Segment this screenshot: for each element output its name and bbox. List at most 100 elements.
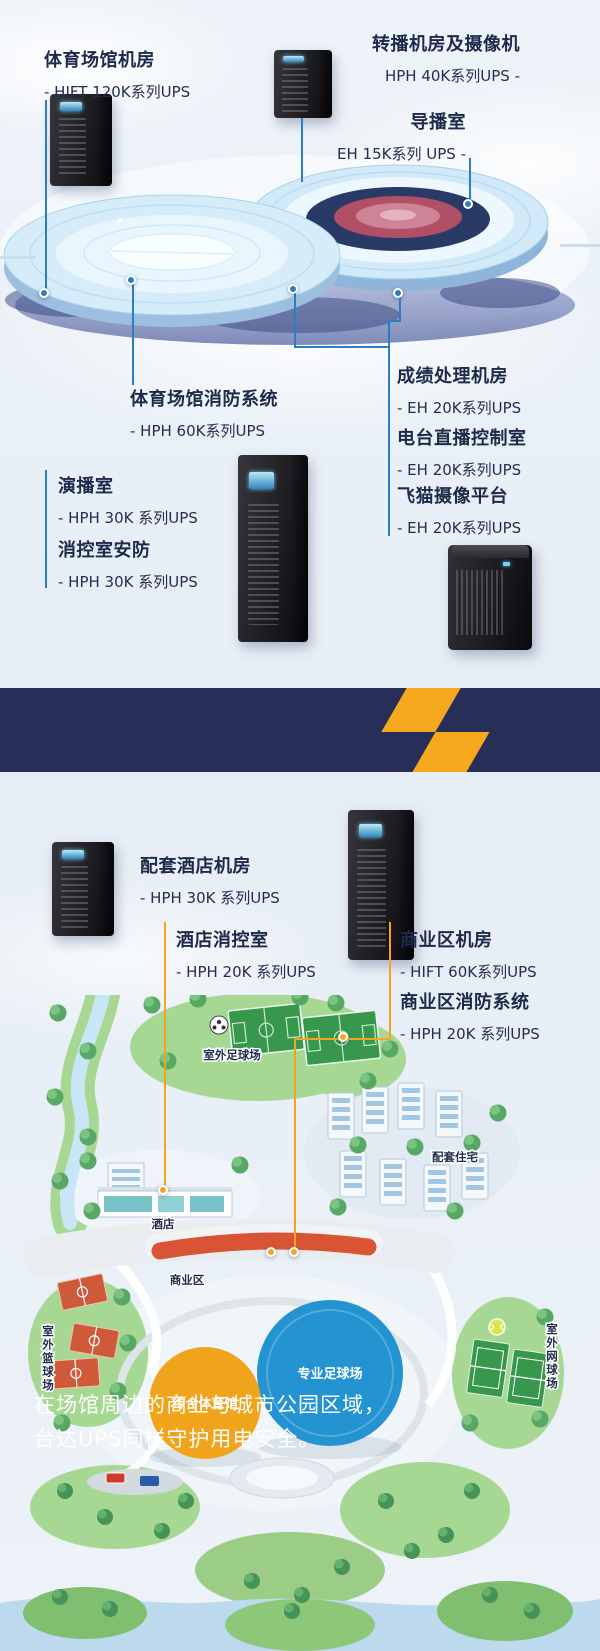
callout-director-room: 导播室 EH 15K系列 UPS - bbox=[337, 108, 466, 164]
callout-spec: - EH 20K系列UPS bbox=[397, 461, 522, 479]
ups-screen bbox=[358, 823, 383, 837]
callout-spec: - HIFT 120K系列UPS bbox=[44, 83, 191, 101]
map-label-pro-football: 专业足球场 bbox=[297, 1366, 362, 1382]
ups-side-panel bbox=[97, 94, 112, 186]
callout-spec: - HPH 30K 系列UPS bbox=[58, 509, 198, 527]
ups-vents bbox=[282, 67, 308, 112]
connector-line-right-column bbox=[388, 320, 390, 536]
connector-line-director bbox=[469, 158, 471, 204]
callout-spec: HPH 40K系列UPS - bbox=[384, 67, 520, 85]
connector-line-score-h bbox=[294, 346, 389, 348]
callout-flycam-platform: 飞猫摄像平台 - EH 20K系列UPS bbox=[397, 482, 521, 538]
callout-title: 酒店消控室 bbox=[176, 930, 269, 951]
map-label-outdoor-tennis: 室外网球场 bbox=[545, 1322, 559, 1390]
ups-side-panel bbox=[99, 842, 114, 936]
anchor-dot-commercial-2 bbox=[289, 1247, 299, 1257]
ups-screen bbox=[61, 850, 85, 859]
map-label-outdoor-basketball: 室外篮球场 bbox=[41, 1324, 55, 1392]
outdoor-tennis-courts bbox=[466, 1338, 550, 1408]
anchor-dot-court bbox=[338, 1032, 348, 1042]
callout-spec: - HIFT 60K系列UPS bbox=[400, 963, 537, 981]
callout-title: 体育场馆机房 bbox=[44, 50, 155, 71]
callout-hotel-fire-control: 酒店消控室 - HPH 20K 系列UPS bbox=[176, 926, 316, 982]
tennis-ball-icon bbox=[488, 1318, 506, 1336]
connector-line-broadcast bbox=[301, 118, 303, 182]
anchor-dot-right bbox=[393, 288, 403, 298]
ups-vents bbox=[247, 503, 279, 626]
callout-spec: EH 15K系列 UPS - bbox=[337, 145, 466, 163]
callout-score-room: 成绩处理机房 - EH 20K系列UPS bbox=[397, 362, 521, 418]
outdoor-basketball-courts bbox=[51, 1273, 120, 1390]
map-label-hotel: 酒店 bbox=[152, 1217, 175, 1231]
callout-spec: - HPH 60K系列UPS bbox=[130, 422, 266, 440]
callout-title: 商业区消防系统 bbox=[400, 992, 530, 1013]
callout-venue-room: 体育场馆机房 - HIFT 120K系列UPS bbox=[44, 46, 190, 102]
map-label-commercial: 商业区 bbox=[170, 1273, 205, 1287]
banner-text-line2: 台达UPS同样守护用电安全。 bbox=[34, 1427, 321, 1451]
ups-side-panel bbox=[318, 50, 332, 118]
callout-radio-control-room: 电台直播控制室 - EH 20K系列UPS bbox=[397, 424, 527, 480]
ups-broadcast-tower-image bbox=[274, 50, 332, 118]
callout-title: 飞猫摄像平台 bbox=[397, 486, 508, 507]
map-label-gymnasium: 综合体育馆 bbox=[172, 1396, 237, 1412]
callout-title: 商业区机房 bbox=[400, 930, 493, 951]
river bbox=[60, 995, 110, 1230]
ups-vents bbox=[58, 117, 86, 178]
ups-venue-tower-image bbox=[50, 94, 112, 186]
park-map-illustration: 室外足球场 配套住宅 酒店 商业区 室外篮球场 综合体育馆 专业足球场 室外网球… bbox=[0, 995, 600, 1651]
connector-line-commercial-bracket bbox=[389, 922, 391, 1040]
callout-spec: - HPH 30K 系列UPS bbox=[140, 889, 280, 907]
ups-side-panel bbox=[398, 810, 414, 960]
anchor-dot-venue bbox=[39, 288, 49, 298]
anchor-dot-fire bbox=[126, 275, 136, 285]
connector-line-right-dot-h bbox=[388, 320, 401, 322]
stadium-left-roof bbox=[3, 194, 341, 327]
decor-line bbox=[0, 256, 36, 259]
parking-cars bbox=[87, 1469, 183, 1495]
callout-studio: 演播室 - HPH 30K 系列UPS bbox=[58, 472, 198, 528]
callout-title: 导播室 bbox=[410, 112, 466, 133]
ups-screen bbox=[283, 56, 305, 63]
callout-spec: - EH 20K系列UPS bbox=[397, 399, 522, 417]
gymnasium-building bbox=[149, 1347, 261, 1459]
callout-title: 转播机房及摄像机 bbox=[372, 34, 520, 55]
soccer-ball-icon bbox=[209, 1015, 229, 1035]
connector-line-left-column bbox=[45, 470, 47, 588]
callout-title: 演播室 bbox=[58, 476, 114, 497]
anchor-dot-commercial-1 bbox=[266, 1247, 276, 1257]
ups-screen bbox=[249, 471, 275, 489]
anchor-dot-director bbox=[463, 199, 473, 209]
connector-line-commercial-v bbox=[294, 1038, 296, 1255]
connector-line-right-dot-v bbox=[399, 296, 401, 322]
ups-hotel-tower-image bbox=[52, 842, 114, 936]
banner-text-line1: 在场馆周边的商业与城市公园区域， bbox=[34, 1393, 386, 1417]
callout-fire-system: 体育场馆消防系统 - HPH 60K系列UPS bbox=[130, 385, 278, 441]
callout-spec: - HPH 30K 系列UPS bbox=[58, 573, 198, 591]
callout-commercial-room: 商业区机房 - HIFT 60K系列UPS bbox=[400, 926, 537, 982]
ups-flycam-cabinet-image bbox=[448, 545, 532, 650]
ups-commercial-tower-image bbox=[348, 810, 414, 960]
ups-side-panel bbox=[291, 455, 308, 642]
map-label-outdoor-football: 室外足球场 bbox=[203, 1048, 261, 1062]
callout-spec: - HPH 20K 系列UPS bbox=[400, 1025, 540, 1043]
callout-title: 消控室安防 bbox=[58, 540, 151, 561]
connector-line-hotel bbox=[164, 922, 166, 1192]
ups-body bbox=[448, 545, 532, 650]
callout-commercial-fire: 商业区消防系统 - HPH 20K 系列UPS bbox=[400, 988, 540, 1044]
callout-title: 配套酒店机房 bbox=[140, 856, 251, 877]
commercial-strip bbox=[25, 1219, 455, 1277]
anchor-dot-score bbox=[288, 284, 298, 294]
decor-line bbox=[560, 244, 600, 247]
pro-football-stadium bbox=[257, 1300, 403, 1446]
connector-line-score-v bbox=[294, 292, 296, 348]
banner: 在场馆周边的商业与城市公园区域， 台达UPS同样守护用电安全。 bbox=[0, 688, 600, 1451]
ups-led bbox=[503, 561, 511, 566]
ups-top-face bbox=[450, 545, 530, 558]
ups-vents bbox=[456, 570, 504, 636]
ups-center-tower-image bbox=[238, 455, 308, 642]
callout-hotel-room: 配套酒店机房 - HPH 30K 系列UPS bbox=[140, 852, 280, 908]
ups-vents bbox=[60, 866, 88, 928]
anchor-dot-hotel bbox=[158, 1185, 168, 1195]
map-label-residences: 配套住宅 bbox=[432, 1150, 478, 1164]
